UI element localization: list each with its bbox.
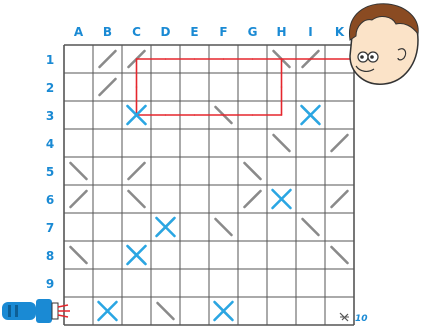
row-label: 5: [46, 165, 54, 179]
mirror[interactable]: [216, 219, 232, 235]
corner-number-label: 10: [355, 314, 368, 324]
mirror[interactable]: [71, 191, 87, 207]
row-label: 7: [46, 221, 54, 235]
mirror[interactable]: [100, 51, 116, 67]
row-label: 4: [46, 137, 54, 151]
mirror[interactable]: [303, 219, 319, 235]
cross-mark: [302, 106, 320, 124]
mirror[interactable]: [332, 247, 348, 263]
row-label: 3: [46, 109, 54, 123]
flashlight-icon: [2, 299, 70, 323]
column-label: K: [335, 25, 345, 39]
mirror[interactable]: [71, 163, 87, 179]
column-label: C: [132, 25, 141, 39]
mirror[interactable]: [71, 247, 87, 263]
cross-mark: [273, 190, 291, 208]
column-label: G: [248, 25, 258, 39]
column-label: A: [74, 25, 84, 39]
column-label: E: [190, 25, 198, 39]
mirror[interactable]: [245, 191, 261, 207]
column-label: I: [308, 25, 312, 39]
row-label: 9: [46, 277, 54, 291]
boy-face-icon: [349, 4, 418, 84]
cross-mark: [157, 218, 175, 236]
wrench-icon: [340, 313, 349, 321]
row-label: 8: [46, 249, 54, 263]
row-label: 6: [46, 193, 54, 207]
mirror[interactable]: [332, 135, 348, 151]
mirror[interactable]: [158, 303, 174, 319]
cross-mark: [128, 246, 146, 264]
column-label: D: [161, 25, 171, 39]
mirror[interactable]: [274, 135, 290, 151]
cross-mark: [99, 302, 117, 320]
cross-mark: [215, 302, 233, 320]
mirror[interactable]: [332, 191, 348, 207]
column-label: F: [219, 25, 227, 39]
mirror[interactable]: [129, 163, 145, 179]
mirror[interactable]: [100, 79, 116, 95]
column-label: H: [276, 25, 286, 39]
row-label: 2: [46, 81, 54, 95]
column-label: B: [103, 25, 112, 39]
mirror[interactable]: [245, 163, 261, 179]
mirror[interactable]: [129, 191, 145, 207]
row-label: 1: [46, 53, 54, 67]
